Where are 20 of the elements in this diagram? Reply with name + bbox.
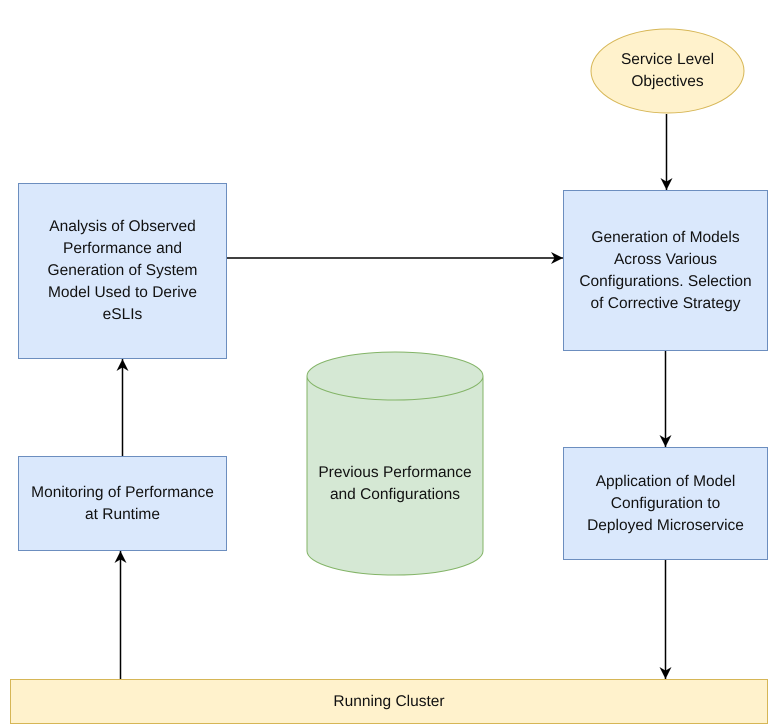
process-box	[563, 190, 768, 351]
node-label: Previous Performance and Configurations	[317, 462, 473, 504]
node-label: Analysis of Observed Performance and Generation of System Model Used to Derive eSLIs	[46, 217, 198, 325]
process-box	[563, 447, 768, 560]
process-box	[18, 456, 227, 551]
arrow	[116, 359, 128, 456]
node-label: Application of Model Configuration to Deployed Microservice	[586, 472, 745, 536]
database-cylinder	[306, 352, 484, 575]
node-label: Service Level Objectives	[620, 50, 716, 92]
node-label: Running Cluster	[332, 692, 446, 712]
cluster-bar	[10, 679, 768, 724]
objective-ellipse	[590, 28, 745, 114]
node-label: Generation of Models Across Various Configurations. Selection of Corrective Strategy	[578, 228, 753, 314]
arrow	[660, 351, 672, 447]
node-label: Monitoring of Performance at Runtime	[30, 482, 215, 524]
process-box	[18, 183, 227, 359]
arrow	[227, 252, 563, 264]
arrow	[660, 560, 672, 679]
arrow	[114, 551, 126, 679]
arrow	[660, 114, 672, 190]
